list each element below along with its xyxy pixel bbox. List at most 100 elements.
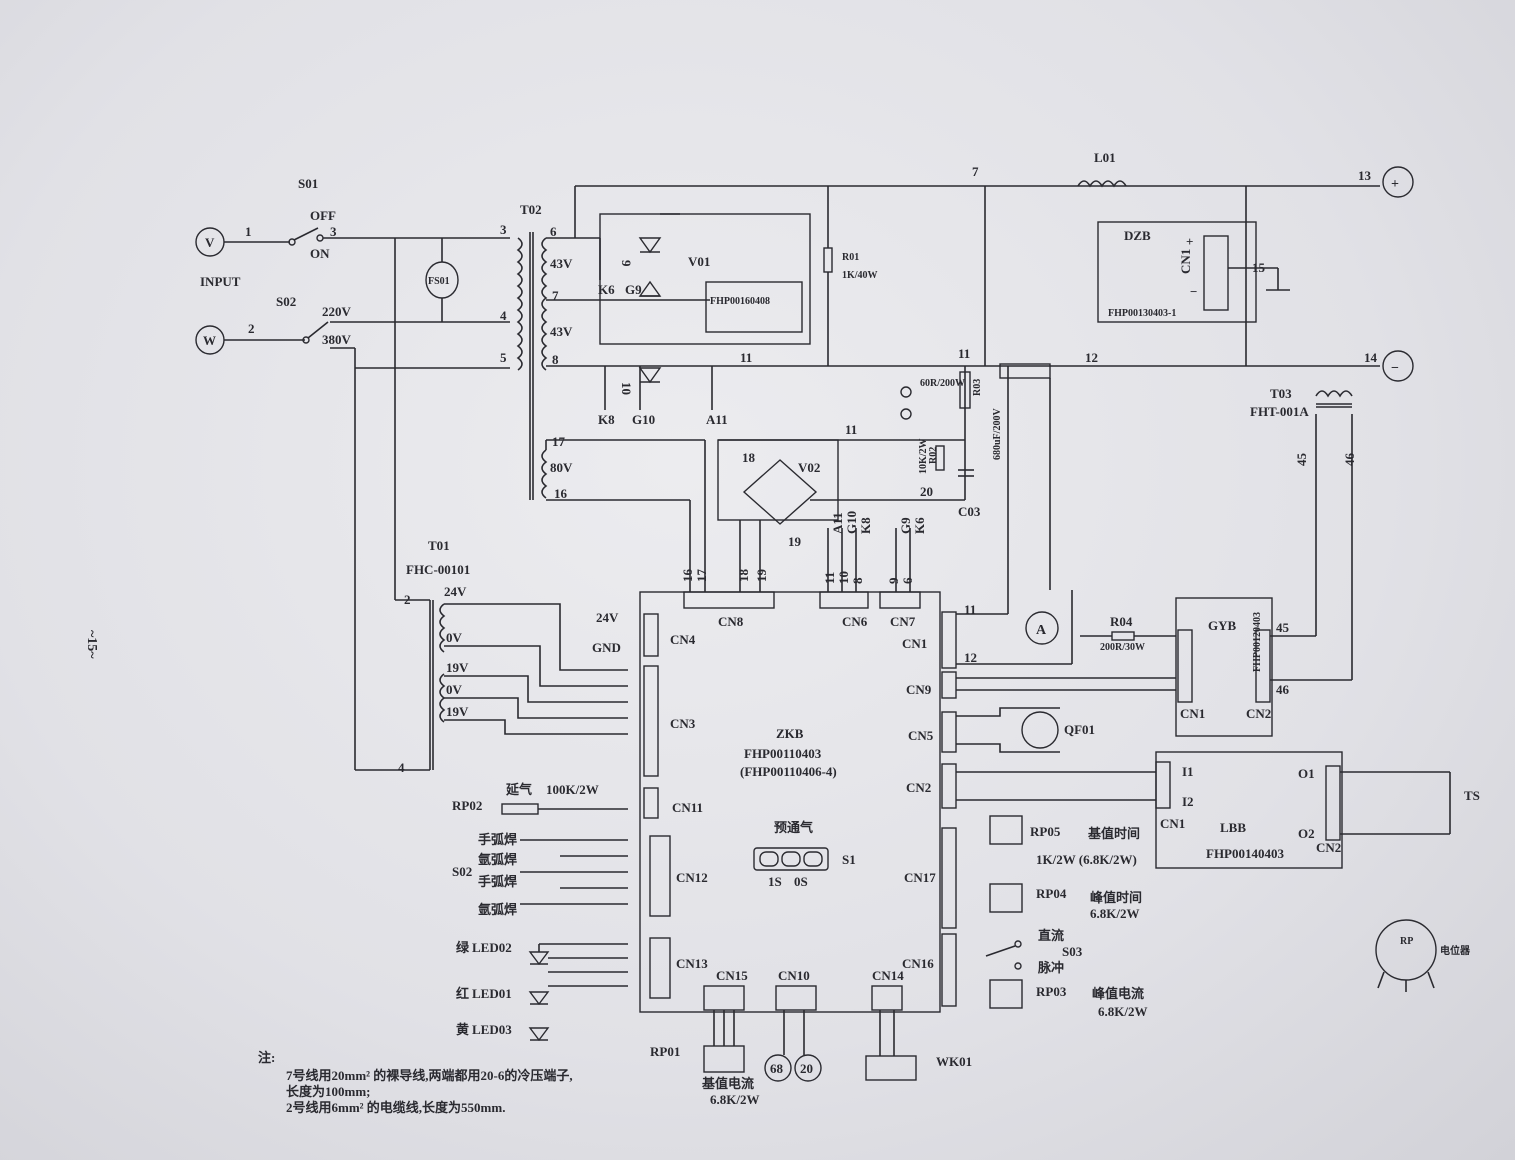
led02-icon	[528, 951, 550, 966]
preflow-switch-s1[interactable]	[753, 847, 829, 871]
t01-0v-b: 0V	[446, 682, 463, 697]
cn1-pin12: 12	[964, 650, 977, 665]
wk01-label: WK01	[936, 1054, 972, 1069]
wire-18-label: 18	[742, 450, 756, 465]
cn12-label: CN12	[676, 870, 708, 885]
zkb-main-board	[639, 591, 941, 1013]
cn4-24v: 24V	[596, 610, 619, 625]
r03-terminal-a	[900, 386, 912, 398]
cn5-connector	[941, 711, 957, 753]
resistor-r04	[1111, 631, 1135, 641]
gyb-cn2-label: CN2	[1246, 706, 1271, 721]
r03-terminal-b	[900, 408, 912, 420]
lbb-cn1-connector	[1155, 761, 1171, 809]
rp03-function: 峰值电流	[1092, 986, 1144, 1001]
shunt-resistor	[999, 363, 1051, 379]
s02-hand-arc-1: 手弧焊	[478, 832, 517, 847]
gyb-cn1-connector	[1177, 629, 1193, 703]
s02-hand-arc-2: 手弧焊	[478, 874, 517, 889]
gate-k6: K6	[912, 517, 927, 534]
rp03-value: 6.8K/2W	[1098, 1004, 1147, 1019]
t01-pin4: 4	[398, 760, 405, 775]
cn2-label: CN2	[906, 780, 931, 795]
zkb-model: FHP00110403	[744, 746, 822, 761]
gate-k8: K8	[858, 517, 873, 534]
wire-13-label: 13	[1358, 168, 1372, 183]
scr-label-9: 9	[619, 260, 634, 267]
resistor-r01	[823, 247, 833, 273]
scr-g9	[638, 237, 662, 254]
wire-7-label: 7	[972, 164, 979, 179]
led03-label: LED03	[472, 1022, 512, 1037]
t02-pin6: 6	[550, 224, 557, 239]
bridge-rectifier-v02	[742, 459, 818, 525]
cn4-label: CN4	[670, 632, 696, 647]
resistor-r02	[935, 445, 945, 471]
lbb-i2: I2	[1182, 794, 1194, 809]
t02-pin5: 5	[500, 350, 507, 365]
cn6-pin8: 8	[850, 577, 865, 584]
svg-text:−: −	[1391, 361, 1399, 376]
t02-pin8: 8	[552, 352, 559, 367]
svg-text:RP: RP	[1400, 936, 1413, 947]
rp02-delay-label: 延气	[505, 782, 532, 797]
cn10-label: CN10	[778, 968, 810, 983]
led-green-text: 绿	[456, 940, 470, 955]
t01-0v-a: 0V	[446, 630, 463, 645]
gate-g9: G9	[898, 517, 913, 534]
cn8-pin16: 16	[680, 569, 695, 583]
cn4-gnd: GND	[592, 640, 621, 655]
cn13-connector	[649, 937, 671, 999]
rp04-label: RP04	[1036, 886, 1067, 901]
label-a11: A11	[706, 412, 728, 427]
cn7-label: CN7	[890, 614, 916, 629]
dzb-connector	[1203, 235, 1229, 311]
v02-label: V02	[798, 460, 820, 475]
wire-2-label: 2	[248, 321, 255, 336]
notes-title: 注:	[258, 1050, 275, 1065]
wire-14-label: 14	[1364, 350, 1378, 365]
wire-11-label-a: 11	[740, 350, 752, 365]
t02-pin3: 3	[500, 222, 507, 237]
rp01-label: RP01	[650, 1044, 680, 1059]
rp02-value: 100K/2W	[546, 782, 599, 797]
c03-value: 680uF/200V	[992, 408, 1003, 460]
transformer-t02	[516, 232, 548, 500]
zkb-model-2: (FHP00110406-4)	[740, 764, 837, 779]
s02-argon-arc-1: 氩弧焊	[478, 852, 517, 867]
s1-1s: 1S	[768, 874, 782, 889]
page-number: ~15~	[84, 630, 99, 659]
wire-1-label: 1	[245, 224, 252, 239]
rp05-function: 基值时间	[1087, 826, 1140, 841]
lbb-cn1-label: CN1	[1160, 816, 1185, 831]
cn3-label: CN3	[670, 716, 696, 731]
gyb-board	[1175, 597, 1273, 737]
r01-value: 1K/40W	[842, 270, 878, 281]
gyb-cn1-label: CN1	[1180, 706, 1205, 721]
gyb-cn2-connector	[1255, 629, 1271, 703]
lbb-o1: O1	[1298, 766, 1315, 781]
s03-pulse: 脉冲	[1037, 960, 1064, 975]
t02-pin7: 7	[552, 288, 559, 303]
gate-g10: G10	[844, 511, 859, 534]
s02-argon-arc-2: 氩弧焊	[478, 902, 517, 917]
svg-text:A: A	[1036, 623, 1047, 638]
svg-text:V: V	[205, 235, 215, 250]
label-g10: G10	[632, 412, 655, 427]
rp04-function: 峰值时间	[1090, 890, 1142, 905]
switch-s02-label: S02	[276, 294, 296, 309]
t01-model: FHC-00101	[406, 562, 470, 577]
cn14-label: CN14	[872, 968, 904, 983]
cn7-pin6: 6	[900, 577, 915, 584]
r04-value: 200R/30W	[1100, 642, 1145, 653]
mode-switch-s03	[985, 940, 1022, 970]
r04-label: R04	[1110, 614, 1133, 629]
cn7-connector	[879, 591, 921, 609]
t02-43v-a: 43V	[550, 256, 573, 271]
fuse-fs01: FS01	[425, 238, 459, 322]
input-label: INPUT	[200, 274, 241, 289]
cn15-label: CN15	[716, 968, 748, 983]
cn3-connector	[643, 665, 659, 777]
terminal-20: 20	[794, 1054, 822, 1082]
